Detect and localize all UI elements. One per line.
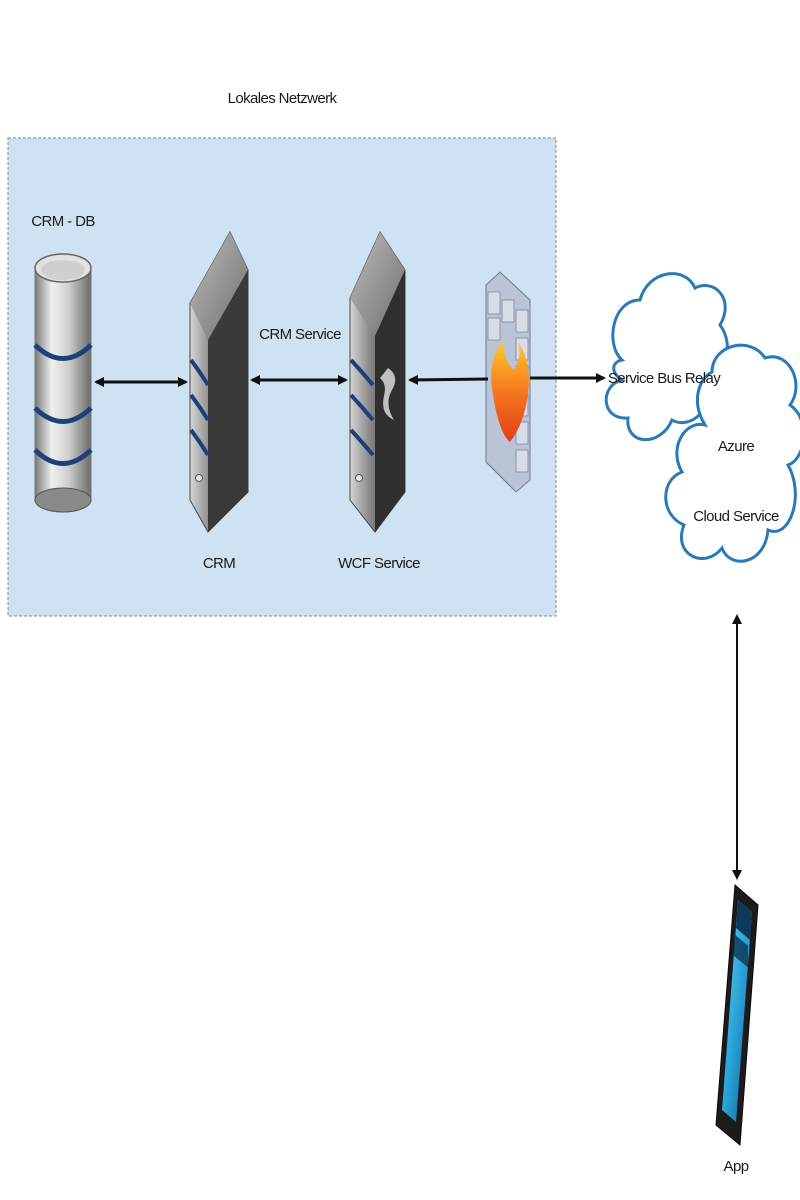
network-title: Lokales Netzwerk — [227, 90, 337, 107]
crm-label: CRM — [202, 555, 236, 572]
crm-db-label: CRM - DB — [31, 213, 95, 230]
smartphone-icon — [715, 883, 759, 1147]
crm-service-label: CRM Service — [259, 326, 341, 343]
wcf-service-label: WCF Service — [338, 555, 420, 572]
database-icon — [33, 253, 93, 513]
azure-cloud-service-cloud — [664, 343, 800, 563]
cloud-service-label: Cloud Service — [693, 508, 779, 525]
firewall-icon — [485, 271, 531, 493]
crm-server-icon — [189, 230, 249, 533]
wcf-server-icon — [349, 230, 406, 533]
relay-label: Service Bus Relay — [607, 370, 721, 387]
connector-wcf-firewall — [408, 374, 489, 385]
azure-label: Azure — [717, 438, 755, 455]
app-label: App — [723, 1158, 749, 1175]
